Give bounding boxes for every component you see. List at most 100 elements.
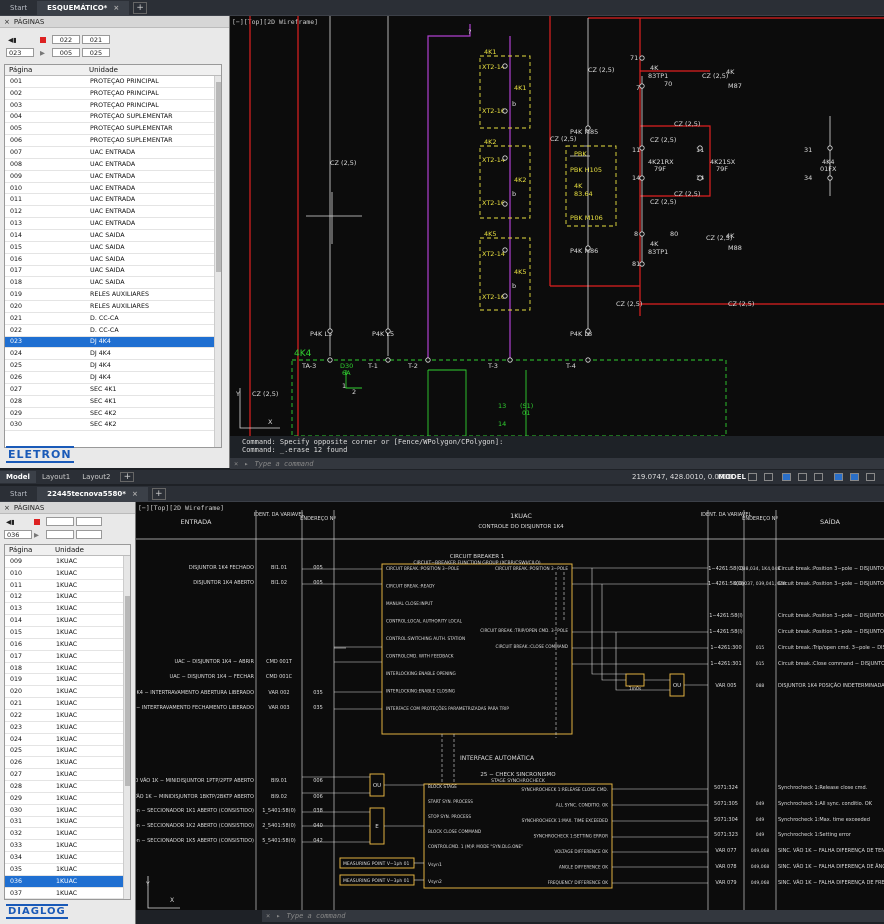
table-row[interactable]: 0381KUAC xyxy=(5,899,130,900)
selection-icon[interactable] xyxy=(850,473,859,481)
layout-tab-model[interactable]: Model xyxy=(0,471,36,483)
close-icon[interactable]: × xyxy=(4,503,10,512)
layout-tab-2[interactable]: Layout2 xyxy=(82,473,111,481)
polar-icon[interactable] xyxy=(798,473,807,481)
page-number-input[interactable]: 023 xyxy=(6,48,34,57)
close-tab-icon[interactable]: × xyxy=(113,4,120,12)
lineweight-icon[interactable] xyxy=(834,473,843,481)
nav-field-d[interactable]: 025 xyxy=(82,48,110,57)
new-tab-button[interactable]: + xyxy=(151,487,166,500)
viewport-label[interactable]: [−][Top][2D Wireframe] xyxy=(138,504,225,512)
layout-tab-1[interactable]: Layout1 xyxy=(41,473,71,481)
tab-start-2[interactable]: Start xyxy=(10,490,28,498)
close-tab-icon[interactable]: × xyxy=(131,490,138,498)
nav-field-a[interactable] xyxy=(46,517,74,526)
command-input[interactable]: ×▸Type a command xyxy=(230,458,884,469)
close-icon[interactable]: × xyxy=(266,912,271,920)
tab-esquematico[interactable]: ESQUEMÁTICO*× xyxy=(37,1,130,15)
prev-page-icon[interactable]: ◀▮ xyxy=(8,36,17,44)
play-icon[interactable]: ▶ xyxy=(34,531,39,539)
ortho-icon[interactable] xyxy=(782,473,791,481)
play-icon[interactable]: ▶ xyxy=(40,49,45,57)
model-space-button[interactable]: MODEL xyxy=(718,473,746,481)
col-unidade[interactable]: Unidade xyxy=(89,66,118,74)
command-input-bottom[interactable]: ×▸Type a command xyxy=(262,910,884,922)
col-pagina[interactable]: Página xyxy=(9,546,33,554)
viewport-label[interactable]: [−][Top][2D Wireframe] xyxy=(232,18,319,26)
close-icon[interactable]: × xyxy=(4,17,10,26)
scrollbar[interactable] xyxy=(123,556,130,899)
scrollbar[interactable] xyxy=(214,76,221,447)
cad-viewport-top[interactable]: [−][Top][2D Wireframe] 4K1 4K xyxy=(230,16,884,436)
menu-icon[interactable] xyxy=(866,473,875,481)
nav-field-c[interactable] xyxy=(46,530,74,539)
tab-tecnova[interactable]: 22445tecnova5580*× xyxy=(37,487,148,501)
tab-start[interactable]: Start xyxy=(10,4,28,12)
cad-viewport-bottom[interactable]: [−][Top][2D Wireframe] ENTRADA IDENT. DA… xyxy=(136,502,884,910)
new-tab-button[interactable]: + xyxy=(133,1,148,14)
prev-page-icon[interactable]: ◀▮ xyxy=(6,518,15,526)
col-pagina[interactable]: Página xyxy=(9,66,33,74)
close-icon[interactable]: × xyxy=(234,459,239,468)
nav-field-d[interactable] xyxy=(76,530,102,539)
col-unidade[interactable]: Unidade xyxy=(55,546,84,554)
nav-field-a[interactable]: 022 xyxy=(52,35,80,44)
grid-icon[interactable] xyxy=(748,473,757,481)
nav-field-c[interactable]: 005 xyxy=(52,48,80,57)
new-layout-button[interactable]: + xyxy=(120,472,135,482)
